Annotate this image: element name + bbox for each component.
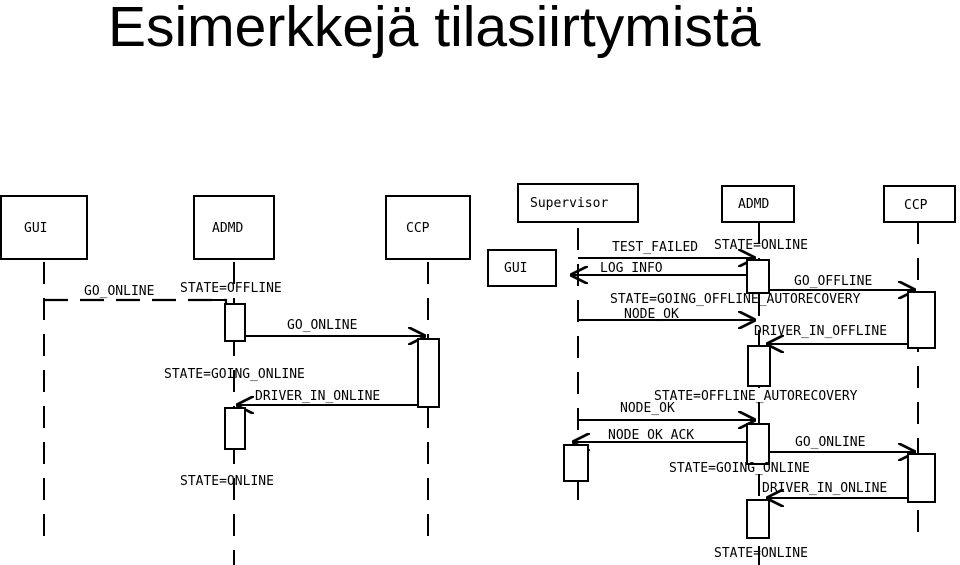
participant-gui: GUI	[487, 249, 557, 287]
message-label: STATE=GOING_OFFLINE_AUTORECOVERY	[610, 292, 861, 307]
activation-ccp	[417, 338, 440, 408]
participant-label: GUI	[504, 261, 527, 276]
participant-label: GUI	[24, 221, 47, 236]
message-label: LOG_INFO	[600, 261, 663, 276]
activation-admd-4	[746, 499, 770, 539]
message-label: STATE=ONLINE	[714, 546, 808, 561]
message-label: NODE_OK	[624, 307, 679, 322]
activation-admd-2	[747, 345, 771, 387]
message-label: TEST_FAILED	[612, 240, 698, 255]
participant-label: ADMD	[212, 221, 243, 236]
participant-label: ADMD	[738, 197, 769, 212]
message-label: DRIVER_IN_ONLINE	[762, 481, 887, 496]
message-label: NODE_OK_ACK	[608, 428, 694, 443]
activation-admd-3	[746, 423, 770, 465]
participant-label: CCP	[406, 221, 430, 236]
message-label: STATE=ONLINE	[180, 474, 274, 489]
message-label: STATE=OFFLINE_AUTORECOVERY	[654, 389, 858, 404]
activation-ccp-2	[907, 453, 936, 503]
message-label: STATE=GOING_ONLINE	[164, 367, 305, 382]
participant-admd: ADMD	[721, 185, 795, 223]
participant-label: CCP	[904, 198, 928, 213]
message-label: STATE=OFFLINE	[180, 281, 282, 296]
message-label: DRIVER_IN_OFFLINE	[754, 324, 887, 339]
message-label: DRIVER_IN_ONLINE	[255, 389, 380, 404]
message-label: STATE=GOING_ONLINE	[669, 461, 810, 476]
activation-admd-2	[224, 407, 246, 450]
activation-admd-1	[746, 259, 770, 294]
right-diagram: Supervisor ADMD CCP GUI TEST_FAILED STAT…	[487, 183, 956, 565]
activation-admd-1	[224, 303, 246, 342]
message-label: GO_ONLINE	[795, 435, 865, 450]
participant-gui: GUI	[0, 195, 88, 260]
page-title: Esimerkkejä tilasiirtymistä	[108, 0, 761, 59]
participant-ccp: CCP	[883, 185, 956, 223]
message-label: GO_ONLINE	[287, 318, 357, 333]
participant-ccp: CCP	[385, 195, 471, 260]
left-diagram: GUI ADMD CCP GO_ONLINE STATE=OFFLINE GO_…	[0, 195, 471, 565]
message-label: NODE_OK	[620, 401, 675, 416]
message-label: GO_ONLINE	[84, 284, 154, 299]
activation-supervisor	[563, 444, 589, 482]
message-label: STATE=ONLINE	[714, 238, 808, 253]
activation-ccp-1	[907, 291, 936, 349]
participant-admd: ADMD	[193, 195, 275, 260]
participant-supervisor: Supervisor	[517, 183, 639, 223]
message-label: GO_OFFLINE	[794, 274, 872, 289]
participant-label: Supervisor	[530, 196, 608, 211]
message-go-online-dashed	[44, 298, 228, 304]
